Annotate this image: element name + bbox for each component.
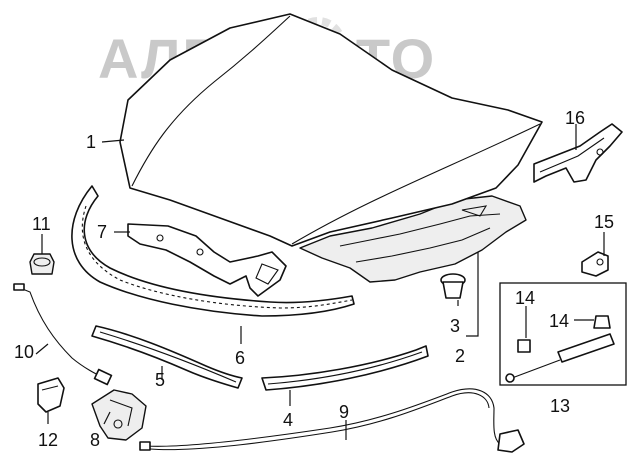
- release-cable-main: [139, 388, 525, 453]
- side-molding: [261, 345, 429, 391]
- hood-bumper: [29, 253, 55, 275]
- callout-11: 11: [32, 214, 51, 234]
- callout-9: 9: [339, 402, 349, 422]
- callouts: 1 2 3 4 5 6 7 8 9 10 11 12 13 14 14 15 1…: [14, 108, 614, 450]
- hood-stay-bracket: [581, 251, 609, 277]
- callout-8: 8: [90, 430, 100, 450]
- callout-10: 10: [14, 342, 34, 362]
- latch-release: [37, 377, 65, 413]
- hood-insulator: [299, 195, 527, 283]
- callout-5: 5: [155, 370, 165, 390]
- hood-latch: [91, 389, 147, 441]
- clip-part: [440, 273, 466, 299]
- callout-6: 6: [235, 348, 245, 368]
- callout-4: 4: [283, 410, 293, 430]
- callout-3: 3: [450, 316, 460, 336]
- hood-hinge: [533, 123, 623, 183]
- callout-13: 13: [550, 396, 570, 416]
- callout-2: 2: [455, 346, 465, 366]
- strut-kit-box: [499, 282, 627, 386]
- hood-panel: [119, 13, 543, 247]
- callout-16: 16: [565, 108, 585, 128]
- front-seal-strip: [71, 185, 355, 317]
- release-cable: [13, 283, 113, 386]
- callout-14b: 14: [549, 311, 569, 331]
- lower-molding: [91, 325, 243, 389]
- callout-15: 15: [594, 212, 614, 232]
- callout-7: 7: [97, 222, 107, 242]
- callout-12: 12: [38, 430, 58, 450]
- leader-lines: [35, 124, 605, 440]
- front-bracket: [127, 223, 287, 297]
- callout-14a: 14: [515, 288, 535, 308]
- callout-1: 1: [86, 132, 96, 152]
